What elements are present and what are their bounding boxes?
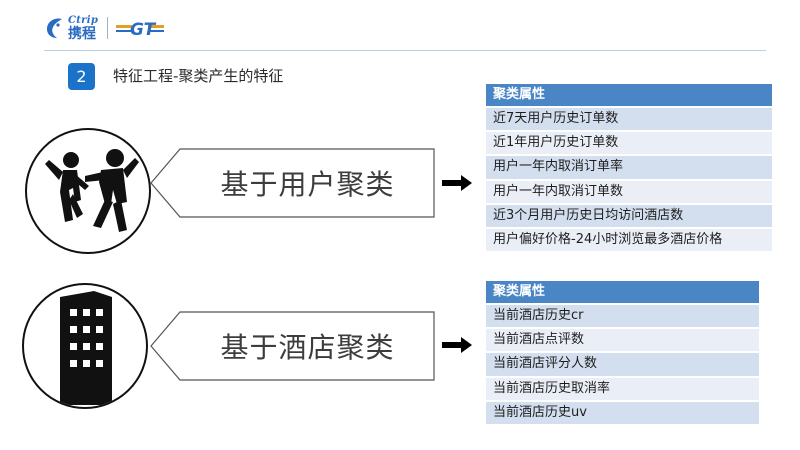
table-row: 用户一年内取消订单率 [486,156,772,179]
user-cluster-label: 基于用户聚类 [220,168,395,201]
header-divider [44,50,766,51]
logo-chinese-text: 携程 [68,25,96,42]
gt-logo-text: GT [130,20,157,40]
arrow-right-icon [442,337,472,353]
hotel-cluster-attributes-table: 聚类属性 当前酒店历史cr 当前酒店点评数 当前酒店评分人数 当前酒店历史取消率… [486,281,759,426]
table-row: 当前酒店评分人数 [486,353,759,376]
table-row: 当前酒店历史cr [486,305,759,328]
section-number-badge: 2 [68,63,95,90]
ctrip-logo: Ctrip 携程 GT [44,14,165,42]
table-row: 近1年用户历史订单数 [486,132,772,155]
user-cluster-callout: 基于用户聚类 [150,148,435,218]
table-row: 近7天用户历史订单数 [486,108,772,131]
table-header: 聚类属性 [486,281,759,303]
table-row: 当前酒店点评数 [486,329,759,352]
logo-divider [107,17,109,39]
table-row: 近3个月用户历史日均访问酒店数 [486,204,772,227]
table-row: 当前酒店历史uv [486,401,759,424]
logo-english-text: Ctrip [68,14,99,26]
hotel-cluster-callout: 基于酒店聚类 [150,311,435,381]
table-row: 用户一年内取消订单数 [486,180,772,203]
hotel-building-icon [22,283,148,409]
dolphin-icon [44,16,66,40]
people-running-icon [25,128,151,254]
user-cluster-attributes-table: 聚类属性 近7天用户历史订单数 近1年用户历史订单数 用户一年内取消订单率 用户… [486,84,772,253]
hotel-cluster-label: 基于酒店聚类 [220,331,395,364]
table-row: 当前酒店历史取消率 [486,377,759,400]
section-title: 特征工程-聚类产生的特征 [113,67,284,85]
table-header: 聚类属性 [486,84,772,106]
arrow-right-icon [442,175,472,191]
table-row: 用户偏好价格-24小时浏览最多酒店价格 [486,228,772,252]
gt-logo: GT [116,16,165,40]
